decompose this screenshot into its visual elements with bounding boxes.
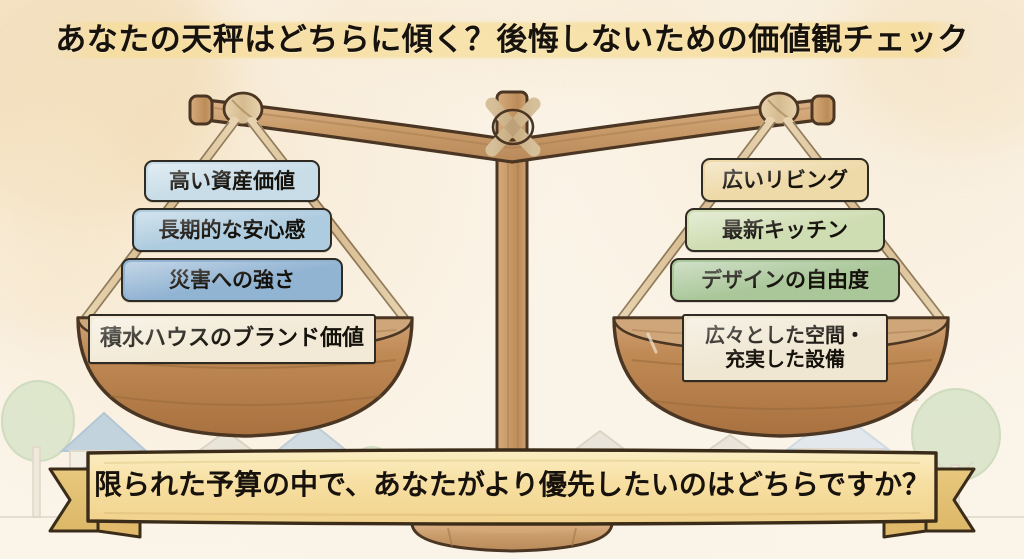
scale-beam — [188, 94, 836, 164]
right-card-4-line2: 充実した設備 — [725, 347, 845, 371]
tree-left — [1, 380, 75, 518]
right-pan-card-stack: 広いリビング 最新キッチン デザインの自由度 広々とした空間・ 充実した設備 — [630, 158, 940, 382]
title-highlight-band — [50, 22, 974, 58]
right-card-4-line1: 広々とした空間・ — [705, 323, 865, 348]
scale-post — [495, 90, 529, 522]
question-banner — [48, 448, 976, 539]
center-rope-knot — [485, 97, 541, 157]
left-card-2[interactable]: 長期的な安心感 — [132, 208, 332, 252]
right-card-1[interactable]: 広いリビング — [701, 158, 869, 202]
right-card-4[interactable]: 広々とした空間・ 充実した設備 — [682, 314, 888, 382]
right-card-3[interactable]: デザインの自由度 — [670, 258, 900, 302]
left-card-4[interactable]: 積水ハウスのブランド価値 — [88, 314, 376, 364]
question-banner-text: 限られた予算の中で、あなたがより優先したいのはどちらですか？ — [93, 468, 931, 501]
right-rope-knot — [758, 91, 800, 127]
left-card-1[interactable]: 高い資産価値 — [144, 160, 320, 202]
page-title: あなたの天秤はどちらに傾く？後悔しないための価値観チェック — [55, 22, 969, 58]
banner-body — [86, 448, 938, 526]
left-pan-card-stack: 高い資産価値 長期的な安心感 災害への強さ 積水ハウスのブランド価値 — [84, 160, 380, 364]
right-card-2[interactable]: 最新キッチン — [685, 208, 885, 252]
left-card-3[interactable]: 災害への強さ — [121, 258, 343, 302]
